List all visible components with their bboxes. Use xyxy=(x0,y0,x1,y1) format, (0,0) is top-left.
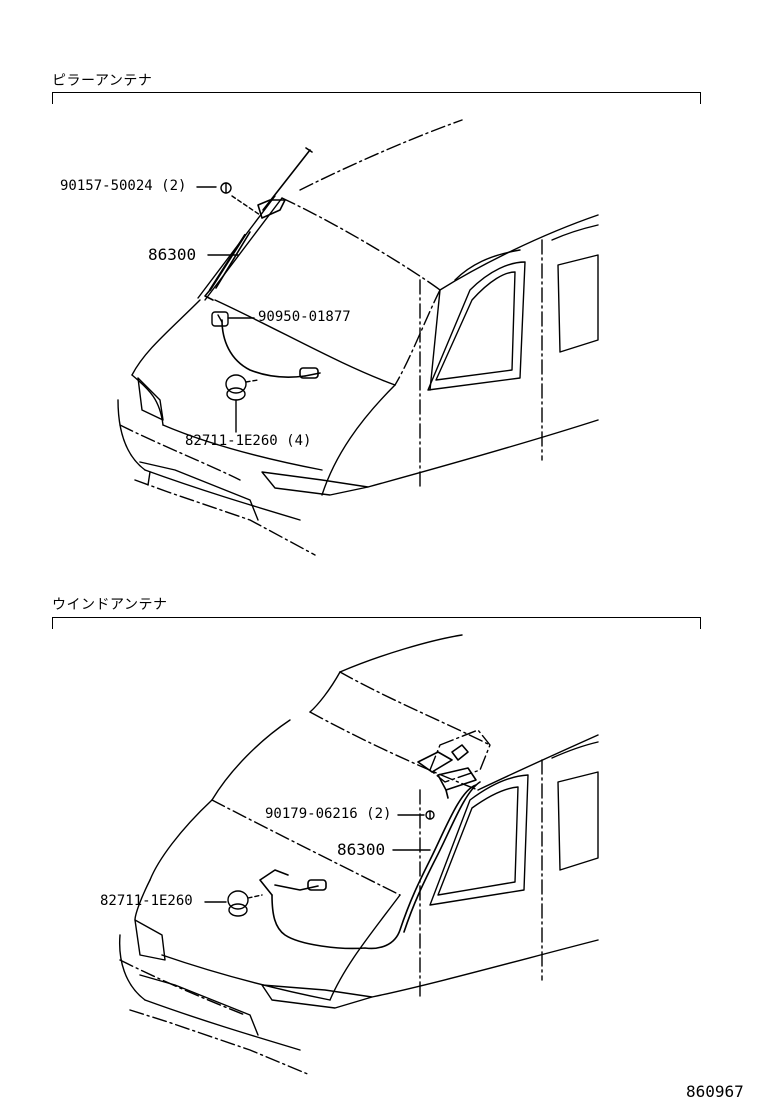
clamp-icon xyxy=(227,890,263,917)
section-frame-left-tick xyxy=(52,617,53,629)
section-title-window-antenna: ウインドアンテナ xyxy=(52,597,168,613)
screw-icon xyxy=(220,182,261,216)
part-label-antenna: 86300 xyxy=(337,840,386,859)
section-frame-top xyxy=(52,92,700,93)
section-frame-left-tick xyxy=(52,92,53,104)
diagram-code: 860967 xyxy=(686,1082,744,1101)
section-frame-top xyxy=(52,617,700,618)
clamp-icon xyxy=(225,374,259,401)
part-label-screw: 90179-06216 (2) xyxy=(265,806,392,822)
part-label-clamp: 82711-1E260 (4) xyxy=(185,433,312,449)
part-label-clamp: 82711-1E260 xyxy=(100,893,193,909)
window-antenna xyxy=(259,744,481,950)
pillar-antenna-vehicle xyxy=(117,119,599,556)
section-frame-right-tick xyxy=(700,92,701,104)
window-antenna-vehicle xyxy=(118,634,599,1076)
section-title-pillar-antenna: ピラーアンテナ xyxy=(52,73,153,89)
pillar-antenna xyxy=(204,147,321,379)
clip-icon xyxy=(211,311,229,327)
screw-icon xyxy=(425,810,435,820)
section-frame-right-tick xyxy=(700,617,701,629)
part-label-clip: 90950-01877 xyxy=(258,309,351,325)
part-label-screw: 90157-50024 (2) xyxy=(60,178,187,194)
part-label-antenna: 86300 xyxy=(148,245,197,264)
